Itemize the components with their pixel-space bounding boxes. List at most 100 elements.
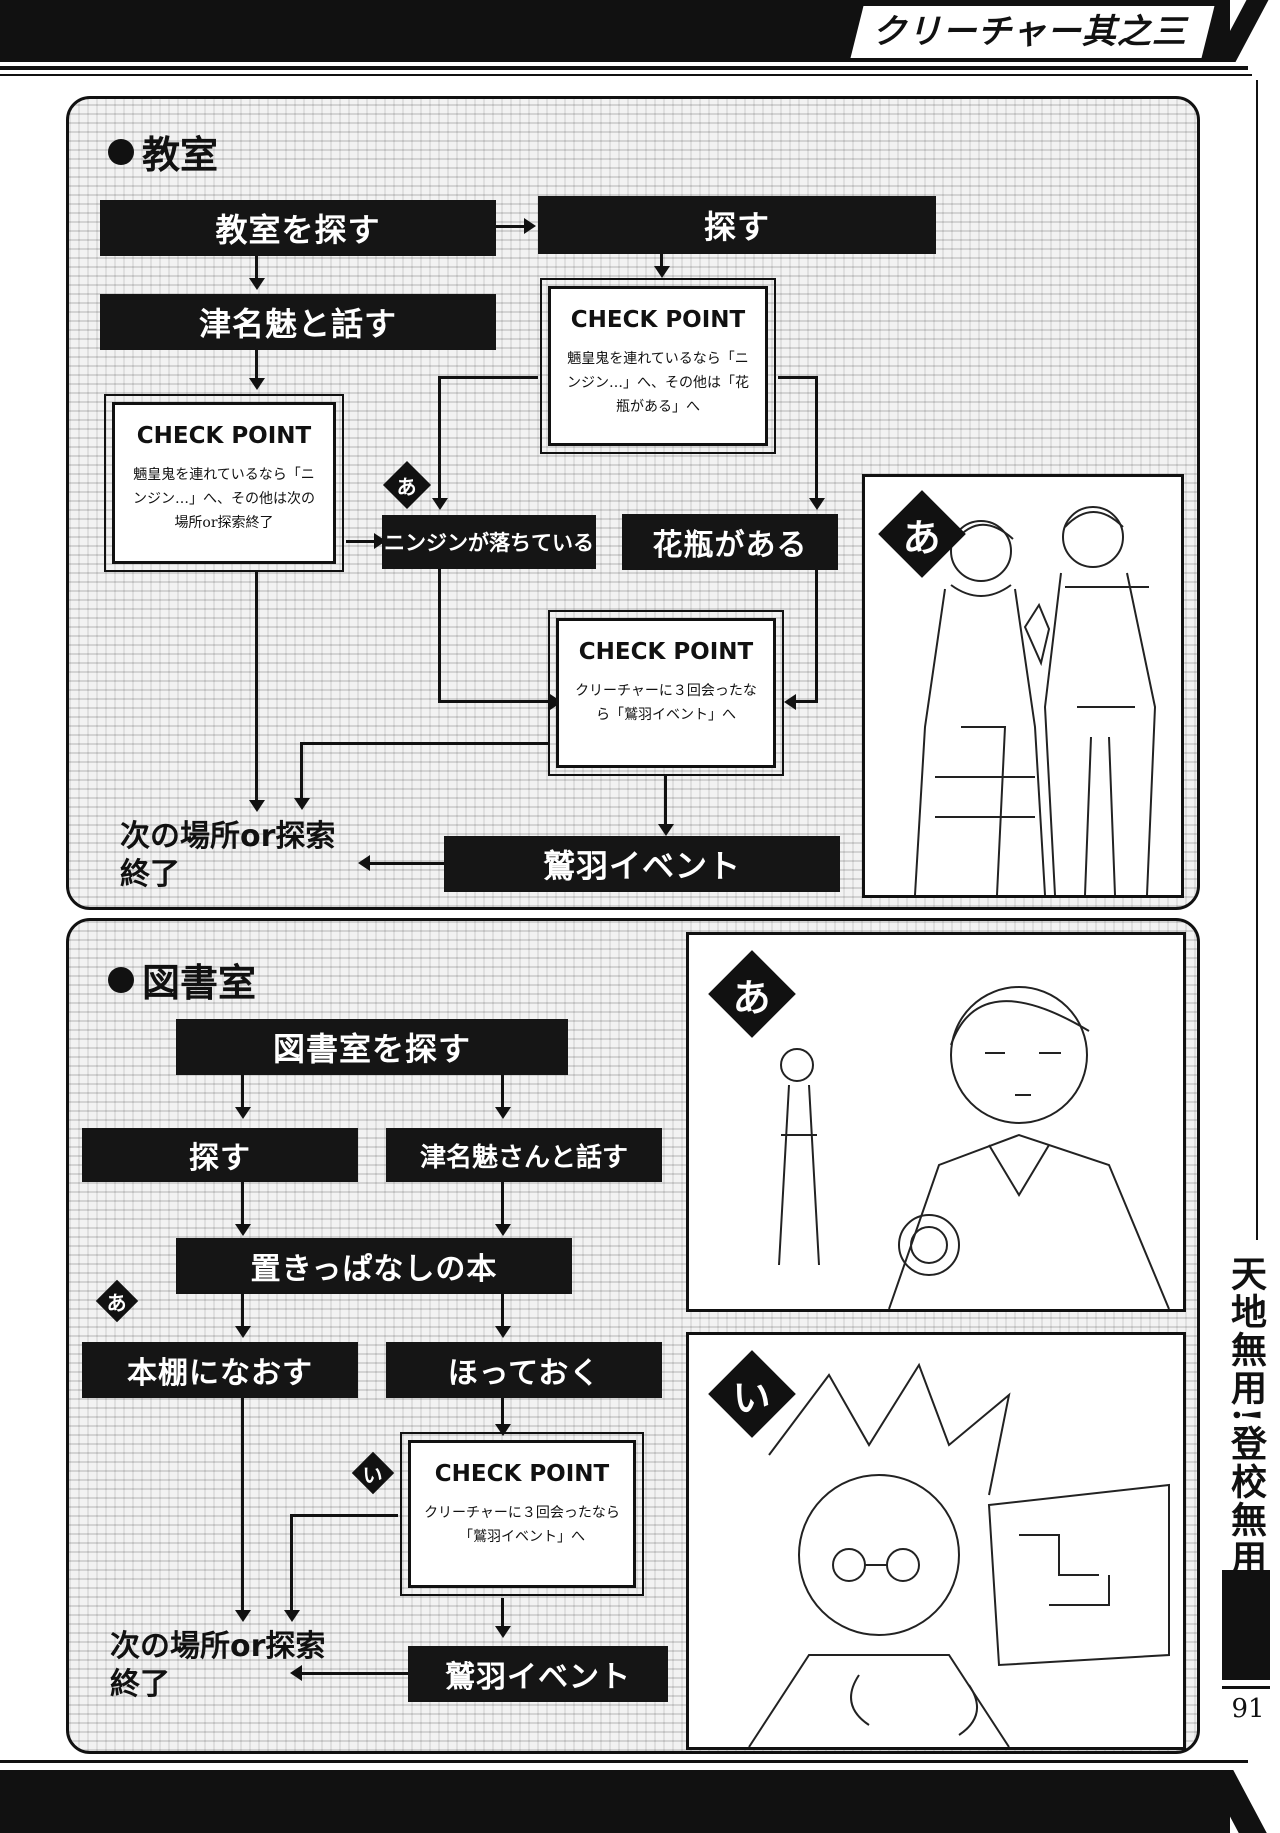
arrow-line (290, 1514, 398, 1517)
arrow-down-icon (235, 1326, 251, 1338)
side-rule (1256, 80, 1258, 1240)
arrow-line (660, 254, 663, 268)
next-place-text: 次の場所or探索終了 (120, 819, 336, 892)
arrow-line (438, 700, 552, 703)
search-library-box: 図書室を探す (176, 1019, 568, 1075)
side-black-bar (1222, 1570, 1270, 1680)
mark-label: あ (902, 515, 942, 560)
classroom-section-title: 教室 (108, 124, 218, 179)
arrow-line (501, 1075, 504, 1109)
checkpoint-text: 魎皇鬼を連れているなら「ニンジン…」へ、その他は次の場所or探索終了 (133, 467, 315, 531)
carrot-box: ニンジンが落ちている (382, 515, 596, 569)
library-illustration-a: あ (686, 932, 1186, 1312)
arrow-line (300, 742, 550, 745)
mark-label: い (363, 1462, 383, 1487)
washu-portrait-sketch (748, 1362, 1170, 1747)
arrow-line (290, 1514, 293, 1612)
checkpoint-text: クリーチャーに３回会ったなら「鷲羽イベント」へ (575, 683, 757, 723)
header-rule-thin (0, 74, 1252, 76)
footer-bar (0, 1770, 1230, 1833)
footer-rule (0, 1760, 1248, 1763)
arrow-line (346, 540, 376, 543)
students-sketch (914, 506, 1157, 895)
mark-label: あ (397, 474, 417, 499)
arrow-line (501, 1598, 504, 1628)
arrow-line (370, 862, 444, 865)
book-title-vertical: 天地無用!登校無用 (1225, 1255, 1267, 1577)
page-title: クリーチャー其之三 (850, 6, 1215, 58)
library-checkpoint: CHECK POINT クリーチャーに３回会ったなら「鷲羽イベント」へ (400, 1432, 644, 1596)
arrow-line (300, 742, 303, 800)
checkpoint-bottom: CHECK POINT クリーチャーに３回会ったなら「鷲羽イベント」へ (548, 610, 784, 776)
arrow-down-icon (294, 798, 310, 810)
washu-event-box: 鷲羽イベント (444, 836, 840, 892)
arrow-line (501, 1398, 504, 1426)
checkpoint-top: CHECK POINT 魎皇鬼を連れているなら「ニンジン…」へ、その他は「花瓶が… (540, 278, 776, 454)
arrow-down-icon (249, 800, 265, 812)
arrow-line (241, 1182, 244, 1226)
arrow-down-icon (809, 498, 825, 510)
arrow-line (255, 256, 258, 280)
arrow-line (255, 350, 258, 380)
arrow-left-icon (784, 694, 796, 710)
arrow-down-icon (235, 1107, 251, 1119)
bullet-icon (108, 138, 134, 165)
left-book-box: 置きっぱなしの本 (176, 1238, 572, 1294)
mark-label: い (732, 1375, 772, 1420)
arrow-line (496, 225, 526, 228)
mark-label: あ (732, 975, 772, 1020)
arrow-line (438, 376, 538, 379)
arrow-line (241, 1075, 244, 1109)
arrow-right-icon (524, 218, 536, 234)
arrow-down-icon (658, 824, 674, 836)
arrow-down-icon (495, 1424, 511, 1436)
arrow-line (255, 572, 258, 802)
checkpoint-text: 魎皇鬼を連れているなら「ニンジン…」へ、その他は「花瓶がある」へ (567, 351, 749, 415)
arrow-down-icon (495, 1326, 511, 1338)
header-rule (0, 66, 1248, 70)
arrow-line (501, 1294, 504, 1328)
classroom-title-text: 教室 (142, 133, 219, 177)
library-washu-event-box: 鷲羽イベント (408, 1646, 668, 1702)
search-box: 探す (538, 196, 936, 254)
arrow-down-icon (495, 1107, 511, 1119)
arrow-line (794, 700, 818, 703)
arrow-down-icon (235, 1224, 251, 1236)
arrow-down-icon (249, 378, 265, 390)
checkpoint-title: CHECK POINT (434, 1461, 610, 1487)
arrow-line (664, 776, 667, 826)
checkpoint-text: クリーチャーに３回会ったなら「鷲羽イベント」へ (424, 1505, 620, 1545)
arrow-line (438, 569, 441, 702)
library-next-place-text: 次の場所or探索終了 (110, 1629, 326, 1702)
arrow-down-icon (249, 278, 265, 290)
arrow-line (501, 1182, 504, 1226)
arrow-line (302, 1672, 408, 1675)
arrow-line (778, 376, 818, 379)
classroom-illustration: あ (862, 474, 1184, 898)
arrow-line (438, 376, 441, 500)
mark-label: あ (107, 1290, 127, 1315)
arrow-line (815, 570, 818, 702)
side-rule-thin (1222, 1686, 1270, 1689)
arrow-down-icon (654, 266, 670, 278)
shelve-box: 本棚になおす (82, 1342, 358, 1398)
vase-box: 花瓶がある (622, 514, 838, 570)
arrow-down-icon (235, 1610, 251, 1622)
arrow-left-icon (358, 855, 370, 871)
arrow-left-icon (290, 1665, 302, 1681)
page-number: 91 (1231, 1694, 1265, 1724)
arrow-down-icon (284, 1610, 300, 1622)
checkpoint-title: CHECK POINT (578, 639, 754, 665)
checkpoint-title: CHECK POINT (570, 307, 746, 333)
library-search-box: 探す (82, 1128, 358, 1182)
library-title-text: 図書室 (142, 961, 257, 1005)
arrow-line (815, 376, 818, 500)
talk-tsunami-san-box: 津名魅さんと話す (386, 1128, 662, 1182)
leave-box: ほっておく (386, 1342, 662, 1398)
arrow-down-icon (495, 1626, 511, 1638)
checkpoint-title: CHECK POINT (136, 423, 312, 449)
arrow-line (241, 1398, 244, 1612)
arrow-line (241, 1294, 244, 1328)
search-classroom-box: 教室を探す (100, 200, 496, 256)
bullet-icon (108, 966, 134, 993)
